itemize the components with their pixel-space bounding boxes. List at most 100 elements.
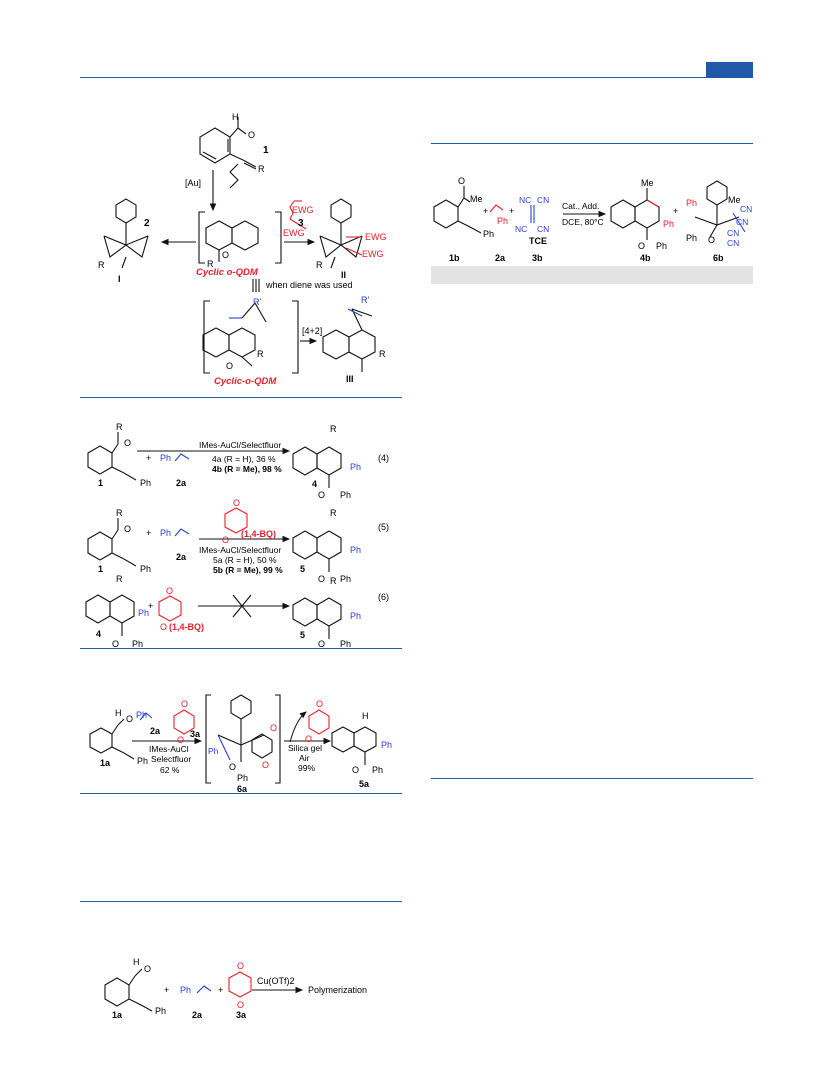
s4-Ph: Ph — [155, 1006, 166, 1016]
s1-II-ewg-bottom: EWG — [362, 249, 384, 259]
s5-lbl-tce: TCE — [529, 236, 547, 246]
eq4-prod-Ph: Ph — [350, 462, 361, 472]
s3-int-O: O — [229, 762, 236, 772]
s3-int-O-r2: O — [262, 760, 269, 770]
eq4-lbl-alkene: 2a — [176, 478, 187, 488]
s4-alkene-Ph: Ph — [180, 985, 191, 995]
table-caption-bar — [431, 266, 753, 284]
s3-int-O-r1: O — [270, 723, 277, 733]
s5-alkene-Ph: Ph — [497, 216, 508, 226]
s4-lbl-1a: 1a — [112, 1010, 123, 1020]
scheme3-structures — [89, 694, 377, 784]
s3-bq2-O-bottom: O — [305, 734, 312, 744]
s3-lbl-1a: 1a — [100, 758, 111, 768]
eq5-plus: + — [146, 528, 151, 538]
s5-lbl-3b: 3b — [532, 253, 543, 263]
s5-lbl-2a: 2a — [495, 253, 506, 263]
eq6-sm-R: R — [116, 574, 123, 584]
eq5-structures — [87, 518, 342, 572]
s1-cmpd-3: 3 — [298, 218, 304, 229]
eq4-sm-O: O — [124, 438, 131, 448]
eq6-bq-O-top: O — [166, 586, 173, 596]
s3-prod-Ph: Ph — [381, 740, 392, 750]
scheme-1-blue — [229, 308, 363, 319]
s1-product-III: III — [346, 374, 354, 384]
scheme-1-red — [289, 200, 363, 256]
s3-bq-O-top: O — [181, 699, 188, 709]
s1-II-ewg-top: EWG — [365, 232, 387, 242]
eq5-yield-b: 5b (R = Me), 99 % — [213, 565, 283, 575]
eq4-sm-Ph: Ph — [140, 478, 151, 488]
s5-6b-O: O — [708, 235, 715, 245]
s5-6b-Ph: Ph — [686, 198, 697, 208]
eq4-alkene — [174, 453, 190, 462]
s1-product-II: II — [341, 270, 346, 280]
s1-II-R: R — [316, 260, 323, 270]
s5-conditions1: Cat., Add. — [562, 201, 599, 211]
s4-lbl-3a: 3a — [236, 1010, 247, 1020]
divider-left-3 — [80, 793, 402, 794]
s3-lbl-3a: 3a — [190, 729, 201, 739]
s5-NC-2: NC — [515, 224, 527, 234]
s5-prod-Me: Me — [641, 178, 654, 188]
eq5-alkene-Ph: Ph — [160, 528, 171, 538]
s3-prod-O: O — [352, 765, 359, 775]
eq4-structures — [87, 432, 342, 488]
s3-lbl-6a: 6a — [237, 784, 248, 794]
benzene-ring-1 — [199, 127, 231, 164]
s1-au-label: [Au] — [185, 178, 201, 188]
s5-plus-3: + — [673, 206, 678, 216]
eq4-lbl-prod: 4 — [312, 479, 317, 489]
s1-cmpd-2: 2 — [144, 218, 150, 229]
s1-intermediate-label: Cyclic o-QDM — [196, 267, 259, 278]
eq5-prod-Ph: Ph — [350, 545, 361, 555]
eq5-reagent: IMes-AuCl/Selectfluor — [199, 545, 281, 555]
eq4-alkene-Ph: Ph — [160, 453, 171, 463]
s4-O: O — [144, 964, 151, 974]
scheme-1 — [103, 117, 376, 374]
eq6-sm-O: O — [112, 639, 119, 649]
s5-prod-O: O — [638, 241, 645, 251]
eq5-lbl-prod: 5 — [300, 564, 305, 574]
eq5-bq-ring — [224, 507, 248, 534]
s5-plus-2: + — [509, 206, 514, 216]
s3-bq-ring-2 — [308, 709, 330, 735]
s5-prod-Ph: Ph — [663, 219, 674, 229]
s5-CN-1: CN — [537, 195, 549, 205]
s5-conditions2: DCE, 80°C — [562, 217, 604, 227]
s3-sm-Ph: Ph — [137, 756, 148, 766]
s1-int-O: O — [222, 250, 229, 260]
eq5-sm-R: R — [116, 508, 123, 518]
s3-bq-ring — [173, 709, 195, 735]
eq6-prod-R: R — [330, 576, 337, 586]
eq6-prod-Ph: Ph — [350, 611, 361, 621]
s1-cmpd-1: 1 — [263, 145, 269, 156]
s5-lbl-6b: 6b — [713, 253, 724, 263]
s1-ewg-top: EWG — [292, 205, 314, 215]
s5-Me: Me — [470, 194, 483, 204]
header-rule — [80, 77, 753, 78]
s5-sm-Ph: Ph — [483, 229, 494, 239]
eq4-prod-R: R — [330, 424, 337, 434]
s4-bq-O-bottom: O — [237, 1000, 244, 1010]
s5-alkene — [489, 204, 504, 213]
s5-lbl-1b: 1b — [449, 253, 460, 263]
s3-reagent2: Selectfluor — [151, 754, 191, 764]
s5-lbl-4b: 4b — [640, 253, 651, 263]
s3-bq2-O-top: O — [316, 699, 323, 709]
s5-6b-CN3: CN — [727, 228, 739, 238]
s1-intermediate-label2: Cyclic-o-QDM — [214, 376, 277, 387]
page-tab — [706, 62, 753, 77]
s4-lbl-2a: 2a — [192, 1010, 203, 1020]
s5-6b-CN4: CN — [727, 238, 739, 248]
s1-III-R: R — [379, 349, 386, 359]
s1-ewg-bottom: EWG — [283, 228, 305, 238]
divider-left-1 — [80, 397, 402, 398]
s3-prod-Ph2: Ph — [372, 765, 383, 775]
s4-alkene — [196, 985, 212, 994]
s3-lbl-5a: 5a — [359, 779, 370, 789]
scheme5-structures — [433, 180, 740, 240]
eq5-bq-O-bottom: O — [222, 535, 229, 545]
s1-diene-note: when diene was used — [265, 280, 353, 290]
